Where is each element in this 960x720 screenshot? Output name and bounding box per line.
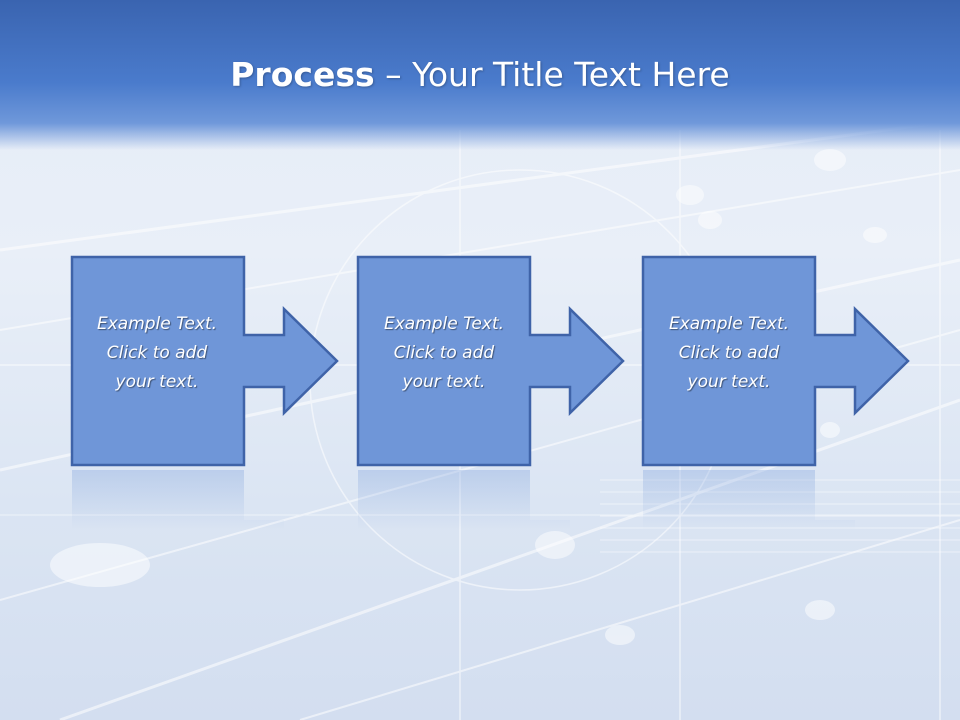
step-1-line-3: your text. [115, 372, 199, 392]
step-1-arrow-shape [70, 255, 339, 467]
step-2-line-3: your text. [402, 372, 486, 392]
step-2-line-1: Example Text. [383, 314, 505, 334]
header-band [0, 0, 960, 150]
step-2-text[interactable]: Example Text. Click to add your text. [360, 310, 528, 397]
step-2-reflection [358, 470, 570, 530]
process-step-3[interactable] [641, 255, 910, 530]
process-step-1[interactable] [70, 255, 339, 530]
step-3-line-3: your text. [687, 372, 771, 392]
step-1-line-2: Click to add [106, 343, 208, 363]
title-strong: Process [230, 55, 375, 94]
step-1-line-1: Example Text. [96, 314, 218, 334]
step-3-text[interactable]: Example Text. Click to add your text. [645, 310, 813, 397]
step-1-reflection [72, 470, 284, 530]
slide-title[interactable]: Process – Your Title Text Here [0, 52, 960, 98]
title-rest: – Your Title Text Here [374, 55, 730, 94]
step-3-arrow-shape [641, 255, 910, 467]
process-step-2[interactable] [356, 255, 625, 530]
step-1-text[interactable]: Example Text. Click to add your text. [73, 310, 241, 397]
step-2-arrow-shape [356, 255, 625, 467]
step-3-line-2: Click to add [678, 343, 780, 363]
step-3-line-1: Example Text. [668, 314, 790, 334]
step-3-reflection [643, 470, 855, 530]
step-2-line-2: Click to add [393, 343, 495, 363]
